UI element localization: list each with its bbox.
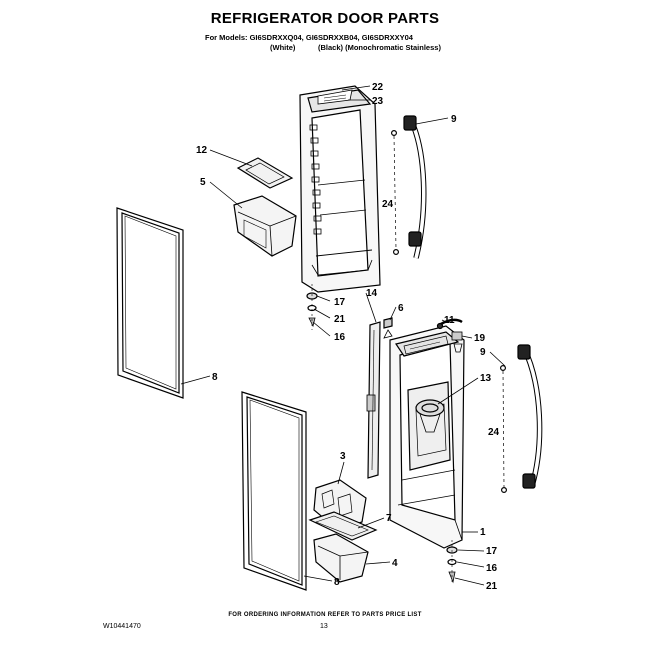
door-bin-5 (233, 195, 297, 257)
callout-14: 14 (366, 288, 378, 299)
callout-9-lower: 9 (480, 347, 486, 358)
door-bin-4 (313, 533, 369, 583)
door-gasket-lower (241, 391, 307, 591)
page-title: REFRIGERATOR DOOR PARTS (210, 10, 440, 27)
callout-5: 5 (200, 177, 206, 188)
callout-7: 7 (386, 513, 392, 524)
callout-21-lower: 21 (486, 581, 498, 592)
door-strip-14 (366, 321, 381, 479)
callout-21-upper: 21 (334, 314, 346, 325)
shelf-lid-12 (236, 157, 294, 189)
handle-upper (391, 115, 427, 259)
ordering-note: FOR ORDERING INFORMATION REFER TO PARTS … (228, 612, 422, 618)
callout-8-upper: 8 (212, 372, 218, 383)
color-black-stainless-label: (Black) (Monochromatic Stainless) (318, 43, 441, 52)
callout-4: 4 (392, 558, 398, 569)
callout-8-lower: 8 (334, 577, 340, 588)
callout-13: 13 (480, 373, 492, 384)
tray-7 (308, 511, 378, 541)
document-id: W10441470 (103, 623, 141, 630)
callout-16-lower: 16 (486, 563, 498, 574)
callout-17-lower: 17 (486, 546, 498, 557)
callout-17-upper: 17 (334, 297, 346, 308)
page-number: 13 (320, 623, 328, 630)
door-gasket-upper (116, 207, 184, 399)
upper-door-assembly (299, 85, 381, 293)
callout-24-lower: 24 (488, 427, 500, 438)
callout-23: 23 (372, 96, 384, 107)
callout-16-upper: 16 (334, 332, 346, 343)
color-white-label: (White) (270, 43, 296, 52)
callout-1: 1 (480, 527, 486, 538)
handle-lower (500, 344, 543, 494)
leader-lines (180, 85, 506, 586)
part-11 (436, 318, 463, 330)
callout-11: 11 (444, 315, 455, 326)
lower-door-assembly (389, 325, 465, 549)
callout-19: 19 (474, 333, 486, 344)
callout-6: 6 (398, 303, 404, 314)
hinge-parts-lower (446, 540, 458, 585)
callout-9-upper: 9 (451, 114, 457, 125)
callout-24-upper: 24 (382, 199, 394, 210)
callout-22: 22 (372, 82, 384, 93)
callout-3: 3 (340, 451, 346, 462)
part-6 (383, 317, 393, 339)
models-line: For Models: GI6SDRXXQ04, GI6SDRXXB04, GI… (205, 33, 413, 42)
callout-12: 12 (196, 145, 208, 156)
